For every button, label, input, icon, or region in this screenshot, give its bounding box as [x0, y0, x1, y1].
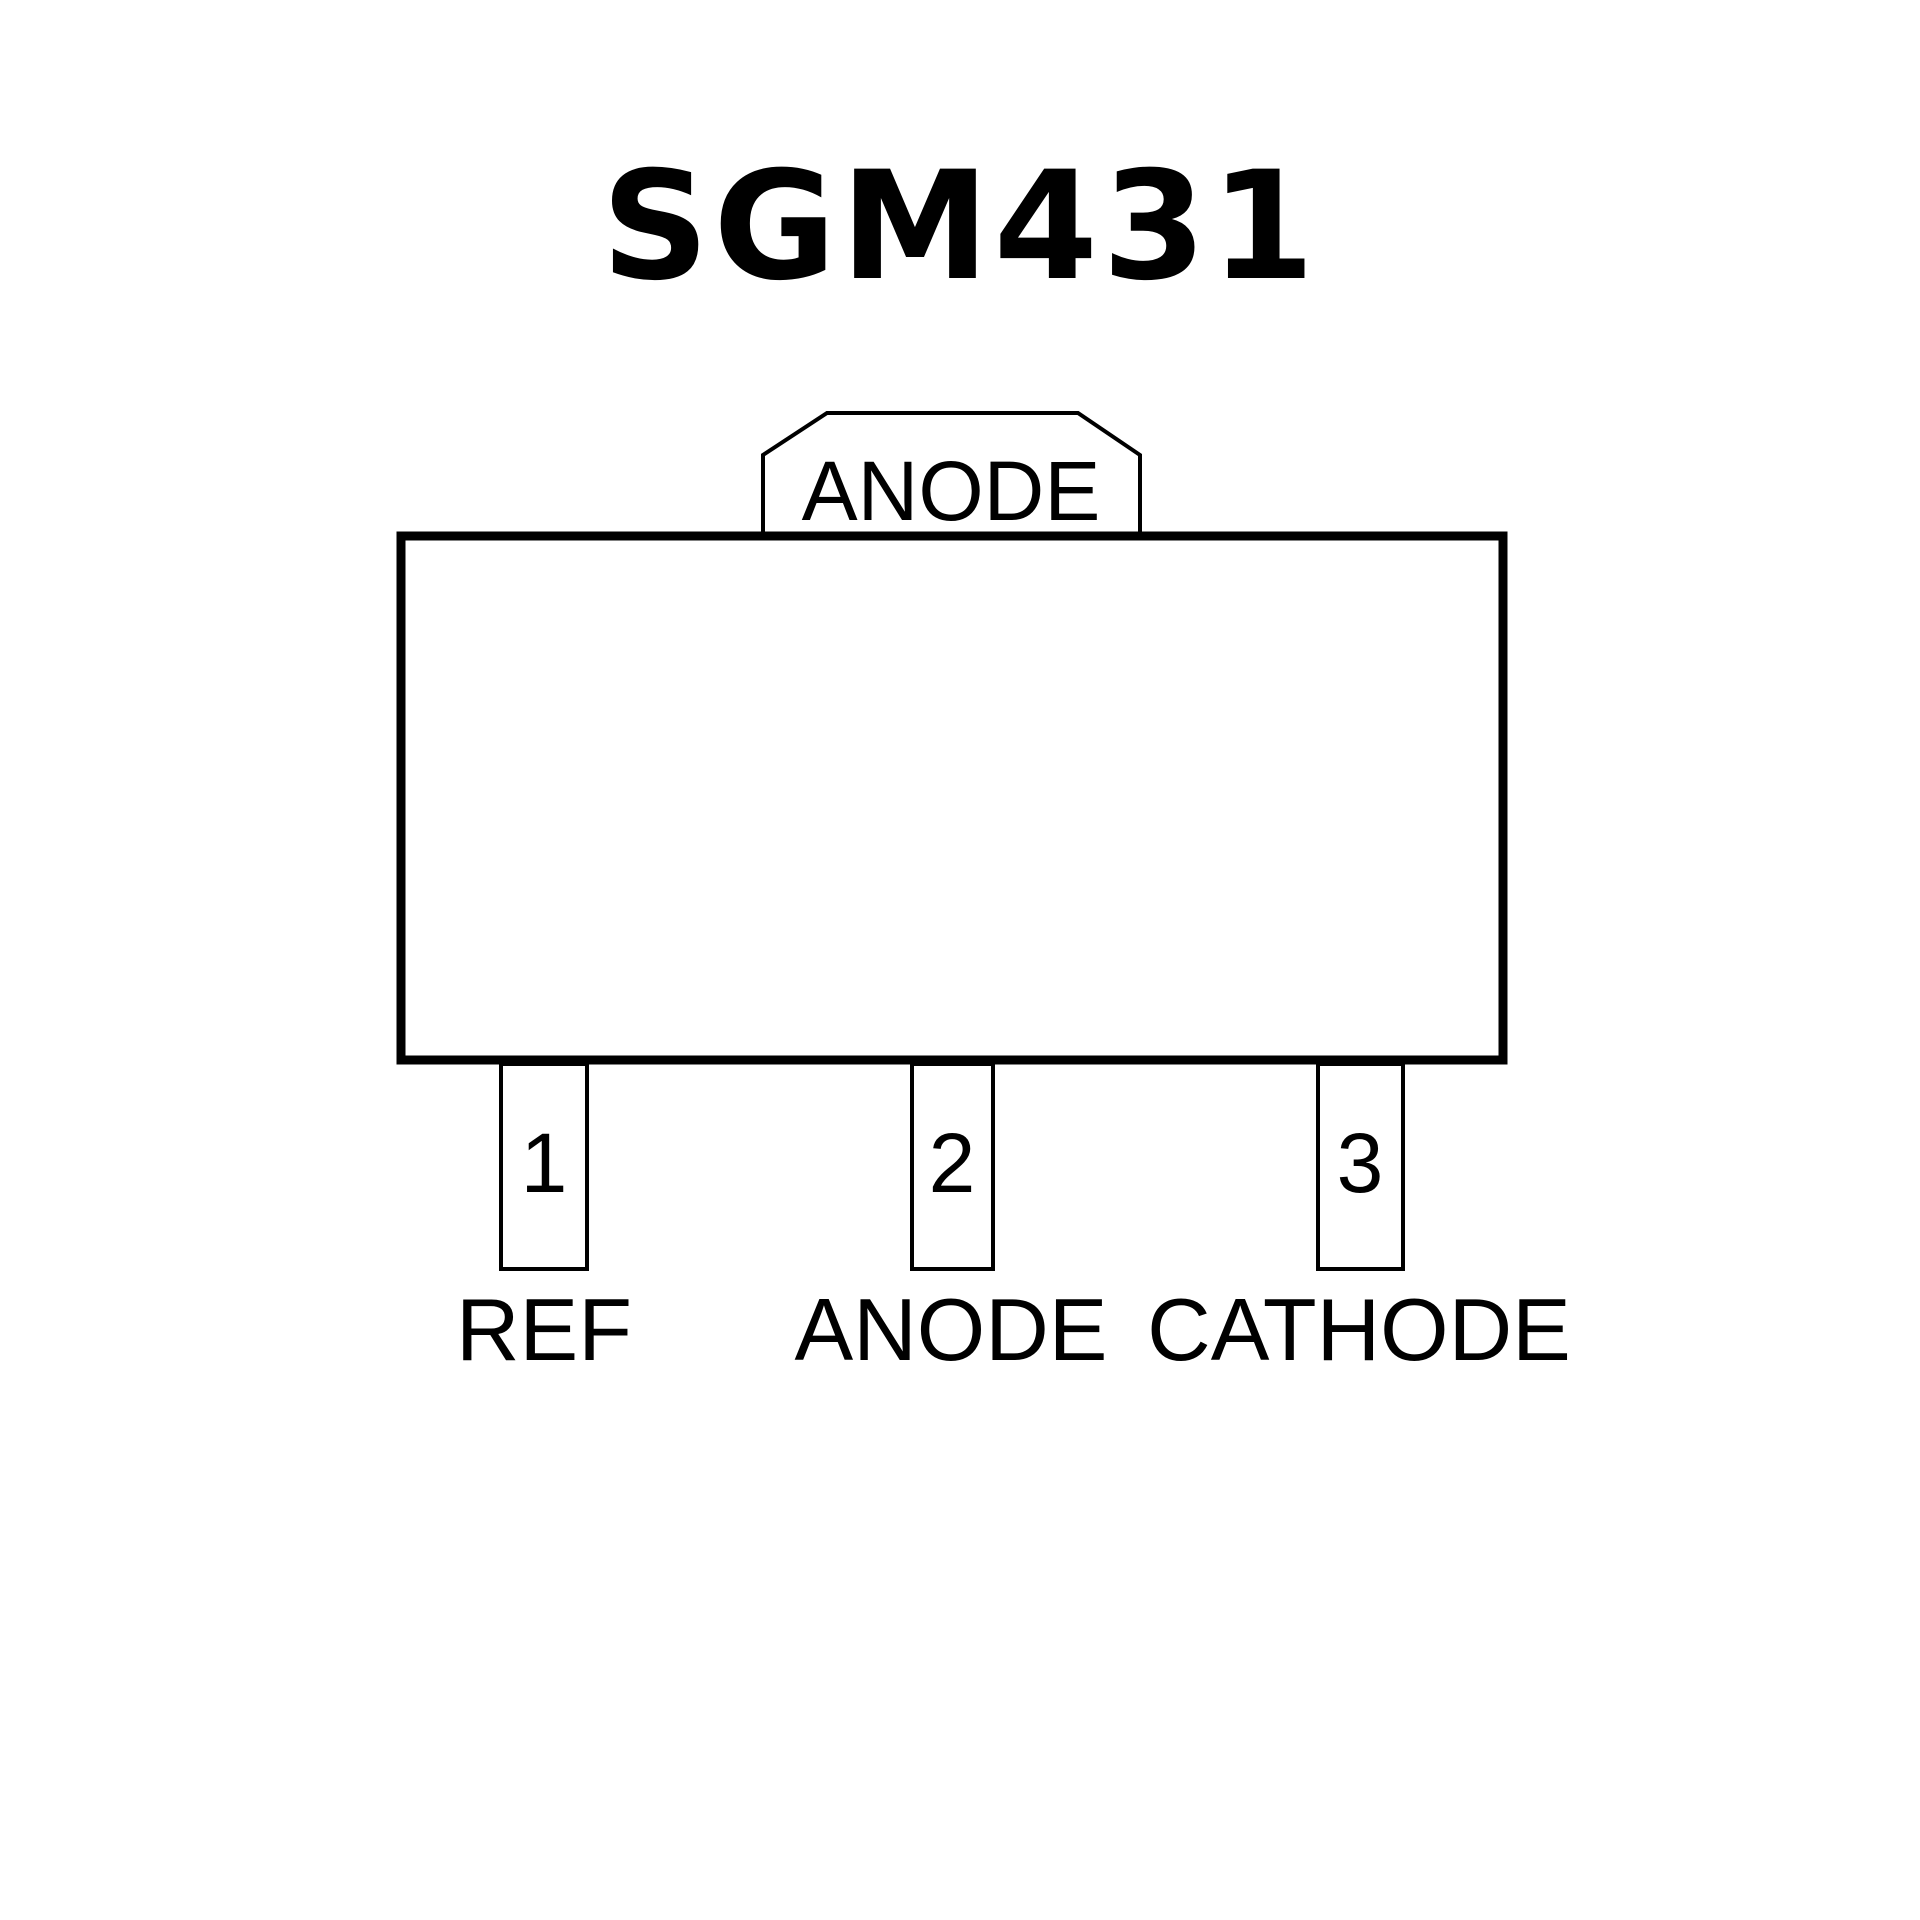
pin-2-name: ANODE: [795, 1280, 1108, 1379]
pin-2-number: 2: [929, 1116, 976, 1210]
part-title: SGM431: [601, 140, 1319, 314]
pin-1-number: 1: [521, 1116, 568, 1210]
pin-2-lead: [910, 1062, 995, 1271]
pin-1-name: REF: [456, 1280, 632, 1379]
package-body: [396, 531, 1508, 1065]
pin-1-lead: [499, 1062, 589, 1271]
tab-label: ANODE: [802, 444, 1101, 538]
package-tab: [761, 411, 1142, 535]
pin-3-name: CATHODE: [1147, 1280, 1571, 1379]
pin-3-lead: [1316, 1062, 1405, 1271]
pin-3-number: 3: [1337, 1116, 1384, 1210]
